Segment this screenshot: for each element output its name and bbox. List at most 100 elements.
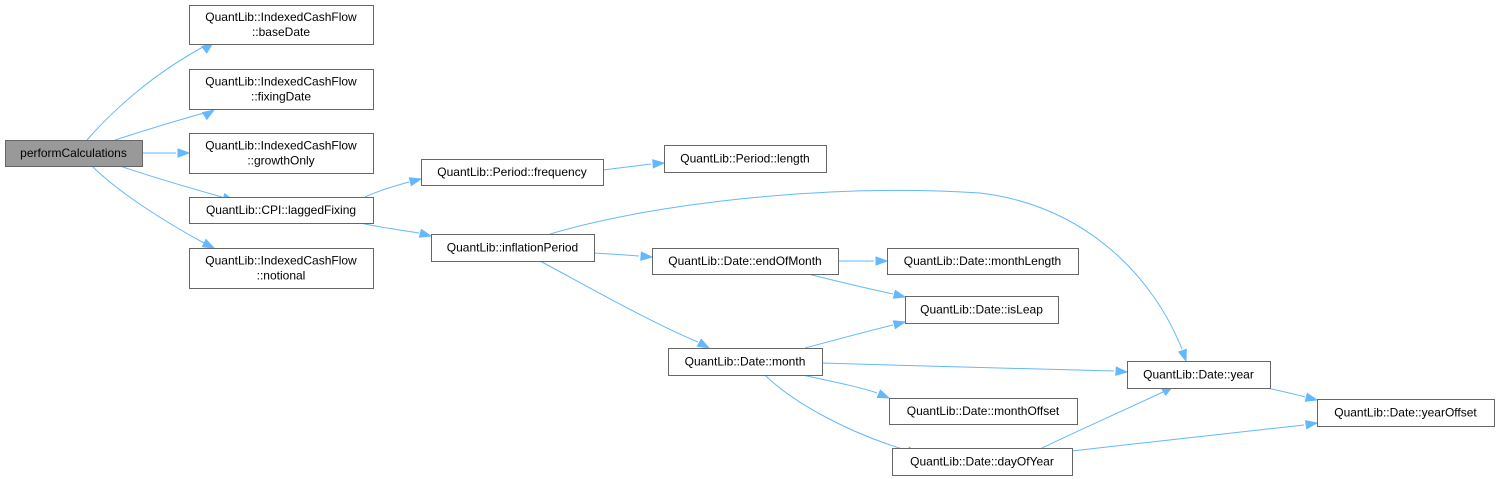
node-label: QuantLib::CPI::laggedFixing [206, 203, 356, 217]
node-label: ::notional [257, 269, 306, 283]
edge-performCalculations-to-growthOnly [142, 148, 191, 158]
node-label: ::growthOnly [247, 154, 314, 168]
node-label: ::baseDate [252, 25, 310, 39]
arrowhead-icon [875, 256, 889, 266]
node-label: QuantLib::Date::isLeap [920, 303, 1043, 317]
node-label: QuantLib::Period::frequency [437, 165, 586, 179]
edge-laggedFixing-to-frequency [364, 177, 423, 198]
arrowhead-icon [1115, 366, 1129, 376]
node-box[interactable] [189, 248, 374, 289]
node-label: QuantLib::IndexedCashFlow [205, 139, 357, 153]
edge-year-to-yearOffset [1266, 387, 1319, 402]
node-label: QuantLib::inflationPeriod [447, 241, 578, 255]
node-box[interactable] [892, 448, 1073, 476]
edge-line [1071, 424, 1305, 452]
node-monthOffset[interactable]: QuantLib::Date::monthOffset [889, 398, 1078, 425]
arrowhead-icon [408, 177, 423, 187]
arrowhead-icon [652, 159, 666, 169]
arrowhead-icon [892, 320, 907, 330]
node-label: QuantLib::Date::year [1143, 368, 1254, 382]
node-box[interactable] [664, 145, 827, 173]
edge-inflationPeriod-to-endOfMonth [593, 251, 654, 261]
node-yearOffset[interactable]: QuantLib::Date::yearOffset [1317, 399, 1495, 427]
node-laggedFixing[interactable]: QuantLib::CPI::laggedFixing [189, 197, 374, 224]
node-label: QuantLib::Date::monthOffset [907, 404, 1060, 418]
arrowhead-icon [1177, 348, 1187, 363]
node-label: QuantLib::Period::length [680, 152, 809, 166]
edge-line [539, 260, 699, 343]
node-label: ::fixingDate [251, 90, 311, 104]
edge-inflationPeriod-to-year [549, 190, 1187, 363]
arrowhead-icon [177, 148, 191, 158]
edge-line [602, 163, 652, 171]
node-box[interactable] [905, 296, 1059, 324]
node-box[interactable] [421, 159, 604, 186]
node-label: QuantLib::Date::monthLength [904, 254, 1061, 268]
node-growthOnly[interactable]: QuantLib::IndexedCashFlow::growthOnly [189, 133, 374, 174]
arrowhead-icon [1304, 392, 1319, 402]
edge-line [91, 165, 205, 244]
edge-line [119, 165, 223, 198]
node-month[interactable]: QuantLib::Date::month [668, 348, 823, 376]
arrowhead-icon [201, 238, 216, 249]
arrowhead-icon [418, 228, 433, 238]
node-inflationPeriod[interactable]: QuantLib::inflationPeriod [431, 234, 595, 262]
arrowhead-icon [1304, 420, 1319, 430]
node-endOfMonth[interactable]: QuantLib::Date::endOfMonth [652, 248, 839, 275]
arrowhead-icon [892, 289, 907, 299]
arrowhead-icon [696, 338, 711, 349]
edge-line [801, 374, 878, 394]
node-box[interactable] [1127, 361, 1271, 389]
node-box[interactable] [5, 140, 143, 167]
edge-line [364, 181, 410, 198]
edge-month-to-year [821, 362, 1129, 376]
edge-line [86, 46, 204, 141]
edge-line [804, 324, 894, 349]
edge-line [549, 190, 1183, 350]
node-year[interactable]: QuantLib::Date::year [1127, 361, 1271, 389]
edge-endOfMonth-to-monthLength [838, 256, 889, 266]
node-label: performCalculations [20, 146, 127, 160]
edge-line [1266, 387, 1306, 398]
node-label: QuantLib::Date::dayOfYear [910, 455, 1054, 469]
node-performCalculations[interactable]: performCalculations [5, 140, 143, 167]
node-box[interactable] [668, 348, 823, 376]
node-box[interactable] [189, 5, 374, 45]
node-box[interactable] [189, 197, 374, 224]
node-frequency[interactable]: QuantLib::Period::frequency [421, 159, 604, 186]
edge-month-to-isLeap [804, 320, 907, 349]
edge-endOfMonth-to-isLeap [807, 273, 907, 299]
node-box[interactable] [189, 69, 374, 110]
node-label: QuantLib::Date::month [685, 355, 806, 369]
edge-line [359, 222, 420, 234]
node-monthLength[interactable]: QuantLib::Date::monthLength [887, 248, 1079, 275]
node-box[interactable] [189, 133, 374, 174]
node-box[interactable] [889, 398, 1078, 425]
edge-line [764, 374, 907, 451]
arrowhead-icon [876, 389, 891, 399]
edge-line [593, 252, 640, 257]
node-baseDate[interactable]: QuantLib::IndexedCashFlow::baseDate [189, 5, 374, 45]
node-box[interactable] [887, 248, 1079, 275]
edge-frequency-to-length [602, 159, 666, 171]
edge-performCalculations-to-notional [91, 165, 216, 249]
node-notional[interactable]: QuantLib::IndexedCashFlow::notional [189, 248, 374, 289]
node-label: QuantLib::IndexedCashFlow [205, 10, 357, 24]
edge-performCalculations-to-fixingDate [114, 109, 216, 141]
node-length[interactable]: QuantLib::Period::length [664, 145, 827, 173]
node-fixingDate[interactable]: QuantLib::IndexedCashFlow::fixingDate [189, 69, 374, 110]
node-label: QuantLib::IndexedCashFlow [205, 254, 357, 268]
node-label: QuantLib::IndexedCashFlow [205, 75, 357, 89]
arrowhead-icon [201, 109, 216, 121]
edge-dayOfYear-to-yearOffset [1071, 420, 1319, 452]
edge-inflationPeriod-to-month [539, 260, 711, 349]
node-isLeap[interactable]: QuantLib::Date::isLeap [905, 296, 1059, 324]
arrowhead-icon [640, 251, 654, 261]
node-dayOfYear[interactable]: QuantLib::Date::dayOfYear [892, 448, 1073, 476]
edge-laggedFixing-to-inflationPeriod [359, 222, 433, 238]
node-box[interactable] [652, 248, 839, 275]
node-box[interactable] [431, 234, 595, 262]
node-label: QuantLib::Date::yearOffset [1334, 406, 1477, 420]
node-box[interactable] [1317, 399, 1495, 427]
